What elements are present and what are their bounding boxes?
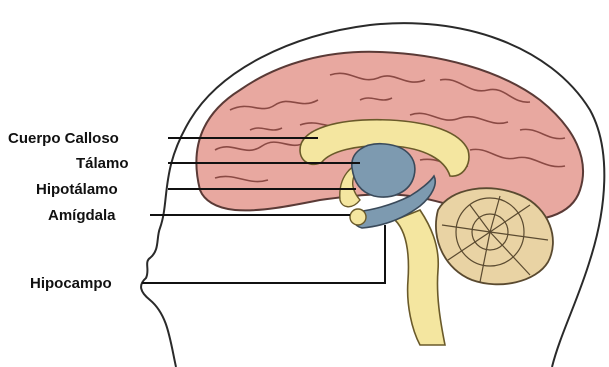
label-hippocampus: Hipocampo [30,275,112,292]
amygdala [350,209,366,225]
label-amygdala: Amígdala [48,207,116,224]
label-thalamus: Tálamo [76,155,129,172]
label-corpus-callosum: Cuerpo Calloso [8,130,119,147]
label-hypothalamus: Hipotálamo [36,181,118,198]
thalamus [352,144,415,197]
leader-hippocampus [142,225,385,283]
